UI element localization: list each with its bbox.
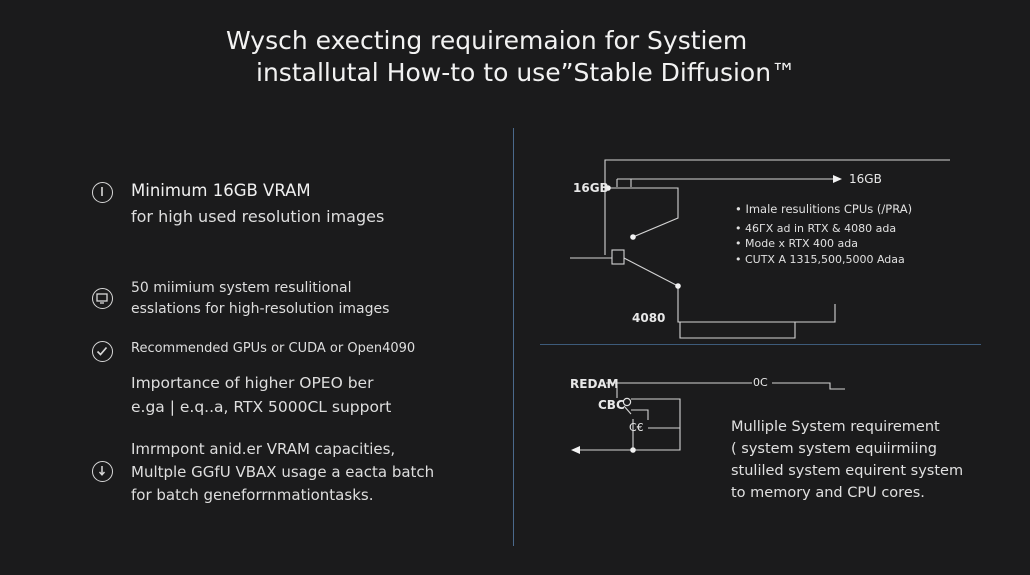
item-text: Importance of higher OPEO ber <box>131 374 374 392</box>
item-text: for batch geneforrnmationtasks. <box>131 486 374 504</box>
label-oc: 0C <box>753 376 768 389</box>
right-text-line: stuliled system equirent system <box>731 463 964 479</box>
horizontal-divider <box>540 344 981 345</box>
diagram-node <box>630 234 636 240</box>
diagram-line <box>623 405 632 415</box>
item-text: Recommended GPUs or CUDA or Open4090 <box>131 341 416 356</box>
bullet-item: • Imale resulitions CPUs (/PRA) <box>735 202 913 216</box>
arrow-right-icon <box>833 175 842 183</box>
diagram-line <box>631 409 649 420</box>
diagram-line <box>609 187 679 238</box>
check-icon <box>92 341 113 362</box>
diagram-node <box>675 283 681 289</box>
diagram-line <box>604 159 950 255</box>
download-icon <box>92 461 113 482</box>
diagram-node <box>622 397 632 407</box>
item-text: Multple GGfU VBAX usage a eacta batch <box>131 463 435 481</box>
item-text: e.ga | e.q..a, RTX 5000CL support <box>131 398 392 416</box>
title-line-1: Wysch execting requiremaion for Systiem <box>226 26 748 55</box>
label-ce: C€ <box>629 421 644 434</box>
label-16gb-left: 16GB <box>573 181 609 195</box>
diagram-line <box>679 322 796 339</box>
diagram-component <box>611 249 625 265</box>
diagram-line <box>677 286 836 323</box>
right-text-line: Mulliple System requirement <box>731 419 940 435</box>
label-16gb-right: 16GB <box>849 172 882 186</box>
item-text: Imrmpont anid.er VRAM capacities, <box>131 440 396 458</box>
diagram-node <box>630 447 636 453</box>
title-line-2: installutal How-to to use”Stable Diffusi… <box>256 58 797 87</box>
label-redam: REDAM <box>570 377 619 391</box>
diagram-arrow-line <box>580 428 681 451</box>
bullet-item: • 46ГX ad in RTX & 4080 ada <box>735 222 897 235</box>
bullet-item: • CUTX A 1315,500,5000 Adaa <box>735 253 905 266</box>
monitor-icon <box>92 288 113 309</box>
diagram-line <box>623 257 679 287</box>
arrow-left-icon <box>571 446 580 454</box>
item-text: 50 miimium system resulitional <box>131 280 352 296</box>
diagram-line <box>772 382 845 390</box>
item-text: for high used resolution images <box>131 207 385 226</box>
item-title: Minimum 16GB VRAM <box>131 181 311 200</box>
right-text-line: ( system system equiirmiing <box>731 441 937 457</box>
label-cbc: CBC <box>598 398 625 412</box>
info-icon <box>92 182 113 203</box>
diagram-line <box>631 398 681 428</box>
item-text: esslations for high-resolution images <box>131 301 390 317</box>
right-text-line: to memory and CPU cores. <box>731 485 925 501</box>
bullet-item: • Mode x RTX 400 ada <box>735 237 859 250</box>
vertical-divider <box>513 128 514 546</box>
diagram-node <box>605 185 611 191</box>
label-4080: 4080 <box>632 311 666 325</box>
